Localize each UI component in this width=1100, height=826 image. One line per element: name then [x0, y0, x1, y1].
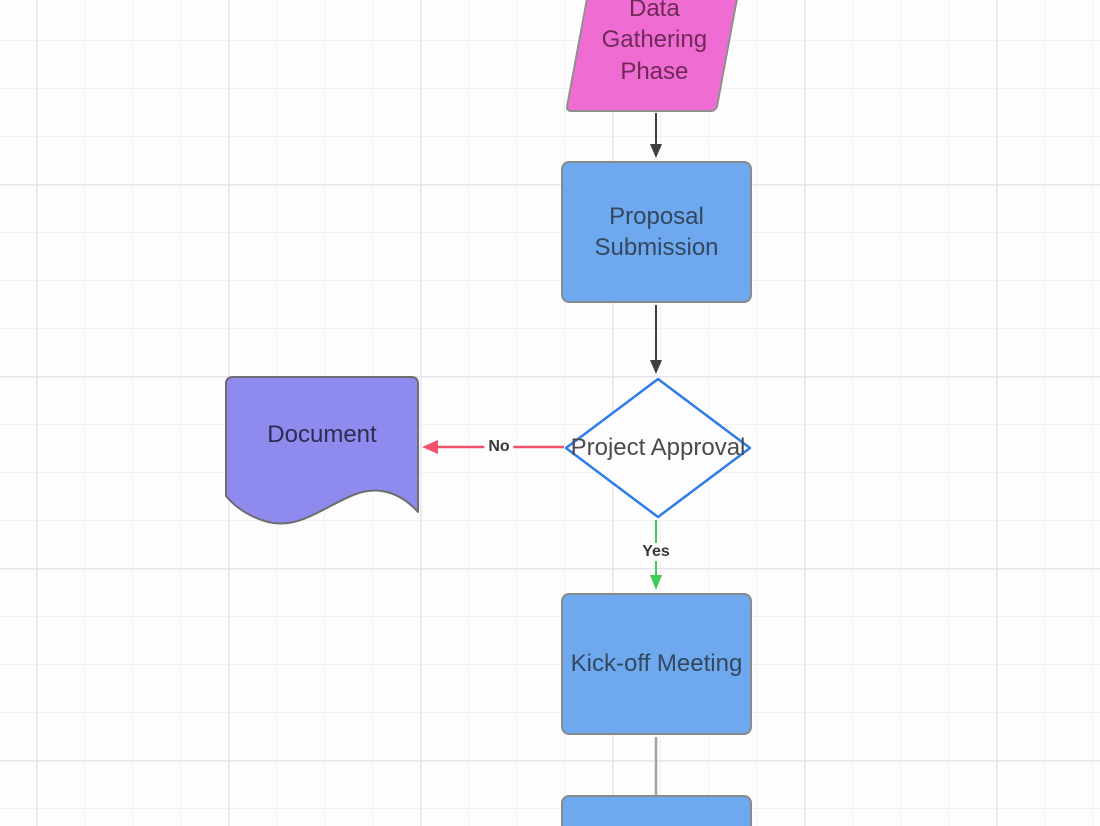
node-label: Kick-off Meeting [570, 650, 743, 678]
edge-label-no[interactable]: No [484, 438, 514, 456]
node-kickoff-meeting[interactable]: Kick-off Meeting [561, 593, 752, 735]
node-label-wrap: Data Gathering Phase [580, 0, 728, 110]
diamond-shape [564, 377, 752, 519]
node-document[interactable]: Document [224, 375, 420, 527]
node-next-step[interactable] [561, 795, 752, 826]
node-label [563, 797, 750, 826]
node-label: Project Approval [570, 434, 746, 462]
node-project-approval[interactable]: Project Approval [563, 376, 753, 520]
node-data-gathering-phase[interactable]: Data Gathering Phase [565, 0, 744, 112]
node-label: Data Gathering Phase [601, 0, 708, 85]
node-proposal-submission[interactable]: Proposal Submission [561, 161, 752, 303]
arrowhead-down-icon [650, 575, 662, 590]
document-shape [225, 376, 419, 525]
edge-label-yes[interactable]: Yes [638, 543, 674, 561]
node-label: Proposal Submission [594, 202, 719, 261]
arrowhead-down-icon [650, 360, 662, 374]
arrowhead-left-icon [422, 440, 438, 454]
connector-gathering-to-proposal[interactable] [650, 113, 662, 158]
arrowhead-down-icon [650, 144, 662, 158]
node-label: Document [267, 421, 377, 449]
connector-proposal-to-approval[interactable] [650, 305, 662, 374]
